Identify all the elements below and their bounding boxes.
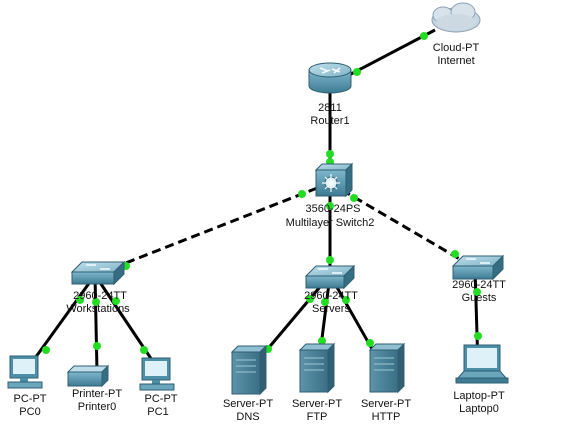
switch-icon bbox=[451, 254, 505, 281]
device-cloud[interactable]: Cloud-PT Internet bbox=[431, 2, 481, 67]
device-server-ftp[interactable]: Server-PT FTP bbox=[292, 342, 342, 423]
link-status-dot bbox=[326, 150, 334, 158]
link-core-switch-workstations[interactable] bbox=[94, 181, 331, 277]
link-status-dot bbox=[306, 295, 314, 303]
link-status-dot bbox=[473, 288, 481, 296]
device-name-label: Multilayer Switch2 bbox=[286, 217, 375, 229]
device-model-label: PC-PT bbox=[145, 393, 178, 405]
server-icon bbox=[368, 342, 406, 394]
device-model-label: 2960-24TT bbox=[73, 290, 127, 302]
server-icon bbox=[298, 342, 336, 394]
link-status-dot bbox=[451, 250, 459, 258]
link-status-dot bbox=[112, 297, 120, 305]
link-status-dot bbox=[353, 68, 361, 76]
link-status-dot bbox=[318, 337, 326, 345]
device-switch-guests[interactable]: 2960-24TT Guests bbox=[451, 254, 506, 304]
device-model-label: Cloud-PT bbox=[433, 42, 480, 54]
device-name-label: Printer0 bbox=[78, 401, 117, 413]
link-status-dot bbox=[420, 32, 428, 40]
device-name-label: Router1 bbox=[310, 115, 349, 127]
link-status-dot bbox=[350, 194, 358, 202]
link-status-dot bbox=[42, 346, 50, 354]
device-name-label: Internet bbox=[437, 55, 474, 67]
link-status-dot bbox=[342, 296, 350, 304]
device-laptop0[interactable]: Laptop-PT Laptop0 bbox=[453, 344, 509, 415]
device-model-label: Server-PT bbox=[361, 398, 411, 410]
device-model-label: 2960-24TT bbox=[304, 290, 358, 302]
device-model-label: Laptop-PT bbox=[453, 390, 505, 402]
pc-icon bbox=[139, 357, 175, 391]
pc-icon bbox=[7, 355, 43, 389]
multilayer-switch-icon bbox=[314, 162, 354, 198]
link-status-dot bbox=[140, 346, 148, 354]
device-model-label: PC-PT bbox=[14, 393, 47, 405]
device-model-label: Printer-PT bbox=[72, 388, 122, 400]
device-switch-servers[interactable]: 2960-24TT Servers bbox=[304, 264, 358, 315]
laptop-icon bbox=[455, 344, 509, 384]
device-model-label: 3560-24PS bbox=[305, 203, 360, 215]
device-name-label: Workstations bbox=[66, 303, 130, 315]
links-layer bbox=[23, 28, 480, 373]
device-server-dns[interactable]: Server-PT DNS bbox=[223, 344, 273, 423]
cloud-icon bbox=[431, 2, 481, 33]
link-status-dot bbox=[474, 332, 482, 340]
device-name-label: DNS bbox=[236, 411, 259, 423]
printer-icon bbox=[66, 364, 110, 388]
device-router[interactable]: 2811 Router1 bbox=[308, 62, 352, 127]
link-status-dot bbox=[298, 190, 306, 198]
device-name-label: PC0 bbox=[19, 406, 40, 418]
device-model-label: Server-PT bbox=[223, 398, 273, 410]
device-pc0[interactable]: PC-PT PC0 bbox=[7, 355, 47, 418]
device-name-label: Laptop0 bbox=[459, 403, 499, 415]
device-model-label: 2960-24TT bbox=[452, 279, 506, 291]
link-workstations-printer0[interactable] bbox=[93, 274, 99, 373]
link-status-dot bbox=[93, 342, 101, 350]
link-status-indicators bbox=[42, 32, 482, 354]
device-name-label: FTP bbox=[307, 411, 328, 423]
link-status-dot bbox=[92, 298, 100, 306]
device-pc1[interactable]: PC-PT PC1 bbox=[139, 357, 178, 418]
device-core-switch[interactable]: 3560-24PS Multilayer Switch2 bbox=[286, 162, 375, 229]
link-workstations-pc1[interactable] bbox=[93, 274, 162, 373]
device-switch-workstations[interactable]: 2960-24TT Workstations bbox=[66, 260, 130, 315]
switch-icon bbox=[304, 264, 356, 290]
device-model-label: 2811 bbox=[318, 102, 342, 114]
link-status-dot bbox=[76, 296, 84, 304]
device-name-label: Guests bbox=[462, 292, 497, 304]
switch-icon bbox=[70, 260, 126, 286]
device-name-label: HTTP bbox=[372, 411, 401, 423]
link-status-dot bbox=[366, 339, 374, 347]
device-name-label: PC1 bbox=[147, 406, 168, 418]
device-printer0[interactable]: Printer-PT Printer0 bbox=[66, 364, 122, 413]
device-server-http[interactable]: Server-PT HTTP bbox=[361, 342, 411, 423]
server-icon bbox=[230, 344, 268, 396]
link-status-dot bbox=[321, 298, 329, 306]
link-status-dot bbox=[326, 202, 334, 210]
router-icon bbox=[308, 62, 352, 94]
link-status-dot bbox=[326, 256, 334, 264]
device-name-label: Servers bbox=[312, 303, 350, 315]
device-model-label: Server-PT bbox=[292, 398, 342, 410]
